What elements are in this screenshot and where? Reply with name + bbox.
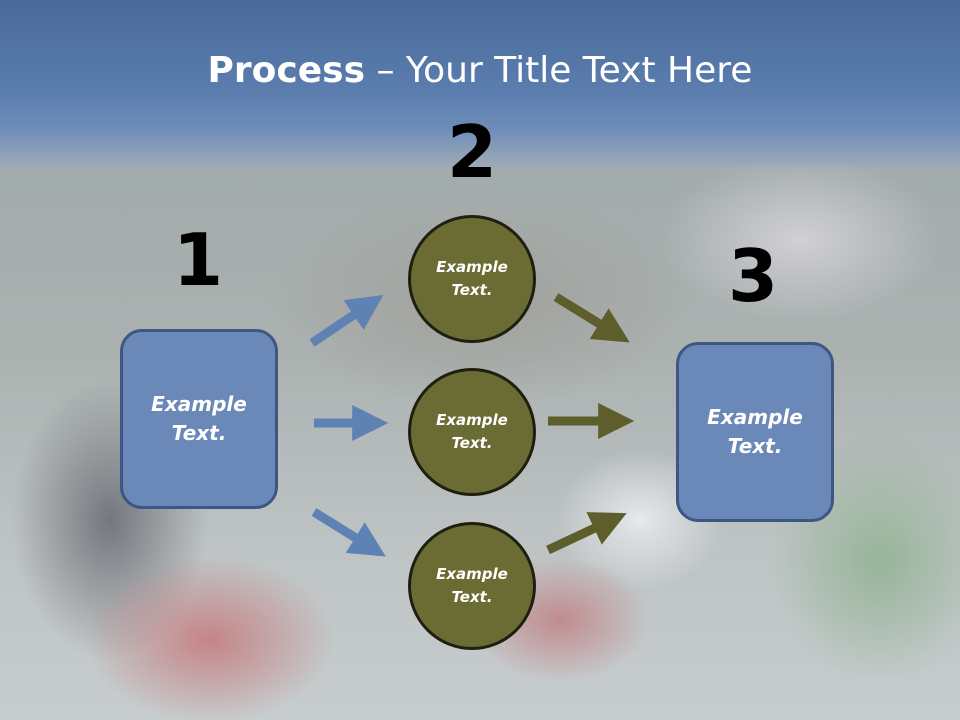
arrow-to-top [309,294,384,347]
circle-bottom[interactable]: Example Text. [408,522,536,650]
circle-top-line1: Example [436,258,508,276]
circle-top-line2: Text. [451,281,493,299]
circle-bottom-line2: Text. [451,588,493,606]
circle-top-text: Example Text. [436,256,508,302]
start-box-line1: Example [151,392,247,416]
title-bold: Process [207,50,366,91]
step-number-1: 1 [172,218,224,302]
step-number-2: 2 [446,110,498,194]
end-box-line2: Text. [727,434,783,458]
end-box-text: Example Text. [707,403,803,461]
circle-top[interactable]: Example Text. [408,215,536,343]
slide-title: Process – Your Title Text Here [0,50,960,91]
header-band [0,0,960,170]
circle-middle-line2: Text. [451,434,493,452]
arrow-to-bottom [311,508,386,557]
title-rest: – Your Title Text Here [365,50,753,91]
circle-bottom-text: Example Text. [436,563,508,609]
circle-middle-text: Example Text. [436,409,508,455]
olive-arrows [546,293,635,555]
start-box-text: Example Text. [151,390,247,448]
start-box[interactable]: Example Text. [120,329,278,509]
arrow-from-bottom [546,512,627,555]
arrow-from-top [553,293,630,343]
end-box-line1: Example [707,405,803,429]
start-box-line2: Text. [171,421,227,445]
circle-middle[interactable]: Example Text. [408,368,536,496]
circle-middle-line1: Example [436,411,508,429]
circle-bottom-line1: Example [436,565,508,583]
blue-arrows [309,294,389,557]
step-number-3: 3 [727,234,779,318]
end-box[interactable]: Example Text. [676,342,834,522]
